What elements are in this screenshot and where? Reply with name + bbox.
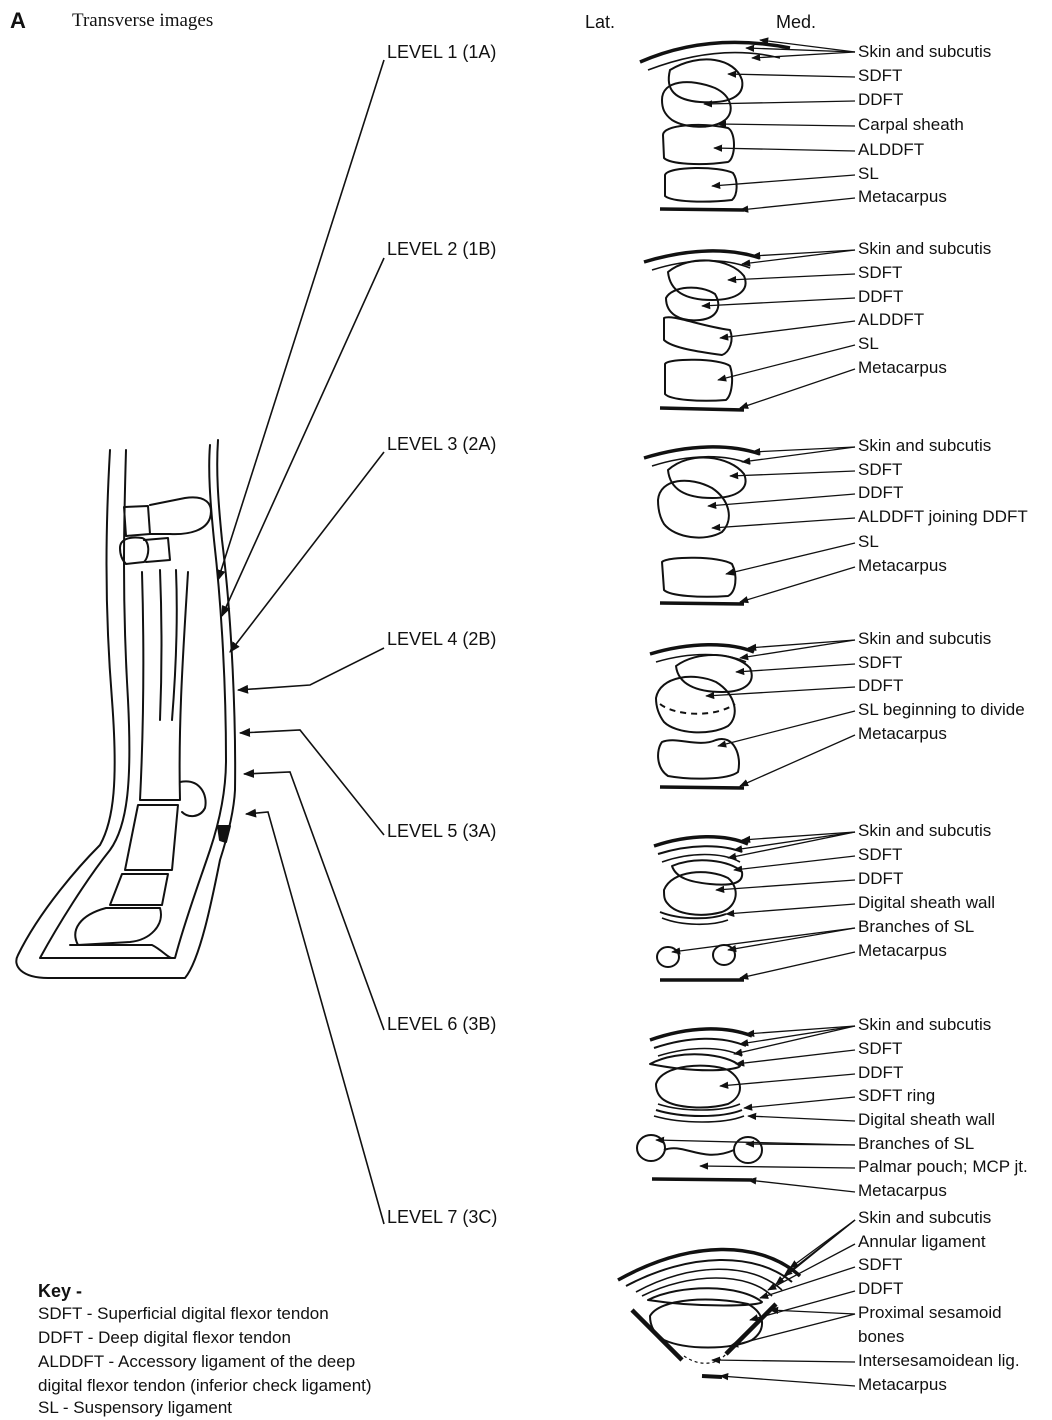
structure-label: Digital sheath wall: [858, 1110, 995, 1130]
structure-label: SDFT: [858, 66, 902, 86]
leaders-level-4: [706, 640, 855, 786]
structure-label: Metacarpus: [858, 724, 947, 744]
structure-label: SDFT: [858, 1255, 902, 1275]
leaders-level-7: [712, 1220, 855, 1386]
structure-label: DDFT: [858, 90, 903, 110]
level-4-label: LEVEL 4 (2B): [387, 629, 496, 650]
structure-label: ALDDFT joining DDFT: [858, 507, 1028, 527]
structure-label: DDFT: [858, 676, 903, 696]
structure-label: SDFT: [858, 263, 902, 283]
leaders-level-1: [704, 40, 855, 210]
structure-label: ALDDFT: [858, 310, 924, 330]
structure-label: Proximal sesamoid: [858, 1303, 1002, 1323]
panel-letter: A: [10, 8, 26, 34]
leaders-level-3: [708, 447, 855, 602]
structure-label: Branches of SL: [858, 917, 974, 937]
structure-label: Annular ligament: [858, 1232, 986, 1252]
limb-drawing: [16, 440, 235, 978]
level-1-label: LEVEL 1 (1A): [387, 42, 496, 63]
structure-label: Metacarpus: [858, 1181, 947, 1201]
key-entry: SL - Suspensory ligament: [38, 1398, 232, 1418]
structure-label: SDFT: [858, 653, 902, 673]
structure-label: Skin and subcutis: [858, 42, 991, 62]
structure-label: Skin and subcutis: [858, 1208, 991, 1228]
structure-label: SL: [858, 532, 879, 552]
leader-level-4: [238, 648, 384, 690]
key-entry: digital flexor tendon (inferior check li…: [38, 1376, 372, 1396]
key-entry: ALDDFT - Accessory ligament of the deep: [38, 1352, 355, 1372]
leader-level-3: [230, 452, 384, 652]
lateral-label: Lat.: [585, 12, 615, 33]
structure-label: Metacarpus: [858, 556, 947, 576]
structure-label: Digital sheath wall: [858, 893, 995, 913]
structure-label: Skin and subcutis: [858, 629, 991, 649]
cross-section-level-2: [644, 251, 760, 410]
structure-label: SL beginning to divide: [858, 700, 1025, 720]
structure-label: Palmar pouch; MCP jt.: [858, 1157, 1028, 1177]
figure-title: Transverse images: [72, 10, 213, 32]
structure-label: Metacarpus: [858, 358, 947, 378]
structure-label: SL: [858, 334, 879, 354]
structure-label: Intersesamoidean lig.: [858, 1351, 1020, 1371]
structure-label: DDFT: [858, 1063, 903, 1083]
structure-label: Skin and subcutis: [858, 436, 991, 456]
level-2-label: LEVEL 2 (1B): [387, 239, 496, 260]
structure-label: SL: [858, 164, 879, 184]
structure-label: Branches of SL: [858, 1134, 974, 1154]
structure-label: ALDDFT: [858, 140, 924, 160]
key-entry: SDFT - Superficial digital flexor tendon: [38, 1304, 329, 1324]
leader-level-7: [246, 812, 384, 1224]
medial-label: Med.: [776, 12, 816, 33]
structure-label: SDFT ring: [858, 1086, 935, 1106]
level-7-label: LEVEL 7 (3C): [387, 1207, 497, 1228]
key-heading: Key -: [38, 1281, 82, 1302]
cross-section-level-5: [654, 837, 748, 980]
structure-label: Skin and subcutis: [858, 821, 991, 841]
level-3-label: LEVEL 3 (2A): [387, 434, 496, 455]
structure-label: Skin and subcutis: [858, 239, 991, 259]
structure-label: SDFT: [858, 460, 902, 480]
structure-label: Metacarpus: [858, 941, 947, 961]
structure-label: DDFT: [858, 1279, 903, 1299]
structure-label: Skin and subcutis: [858, 1015, 991, 1035]
key-entry: DDFT - Deep digital flexor tendon: [38, 1328, 291, 1348]
cross-section-level-4: [650, 645, 754, 788]
structure-label: DDFT: [858, 287, 903, 307]
structure-label: SDFT: [858, 845, 902, 865]
cross-section-level-1: [640, 42, 790, 210]
structure-label: SDFT: [858, 1039, 902, 1059]
structure-label: Carpal sheath: [858, 115, 964, 135]
leader-level-6: [244, 772, 384, 1030]
level-5-label: LEVEL 5 (3A): [387, 821, 496, 842]
level-leaders: [218, 60, 384, 1224]
structure-label: bones: [858, 1327, 904, 1347]
structure-label: Metacarpus: [858, 187, 947, 207]
structure-label: DDFT: [858, 483, 903, 503]
level-6-label: LEVEL 6 (3B): [387, 1014, 496, 1035]
leader-level-5: [240, 730, 384, 835]
leader-level-1: [218, 60, 384, 580]
structure-label: DDFT: [858, 869, 903, 889]
structure-label: Metacarpus: [858, 1375, 947, 1395]
